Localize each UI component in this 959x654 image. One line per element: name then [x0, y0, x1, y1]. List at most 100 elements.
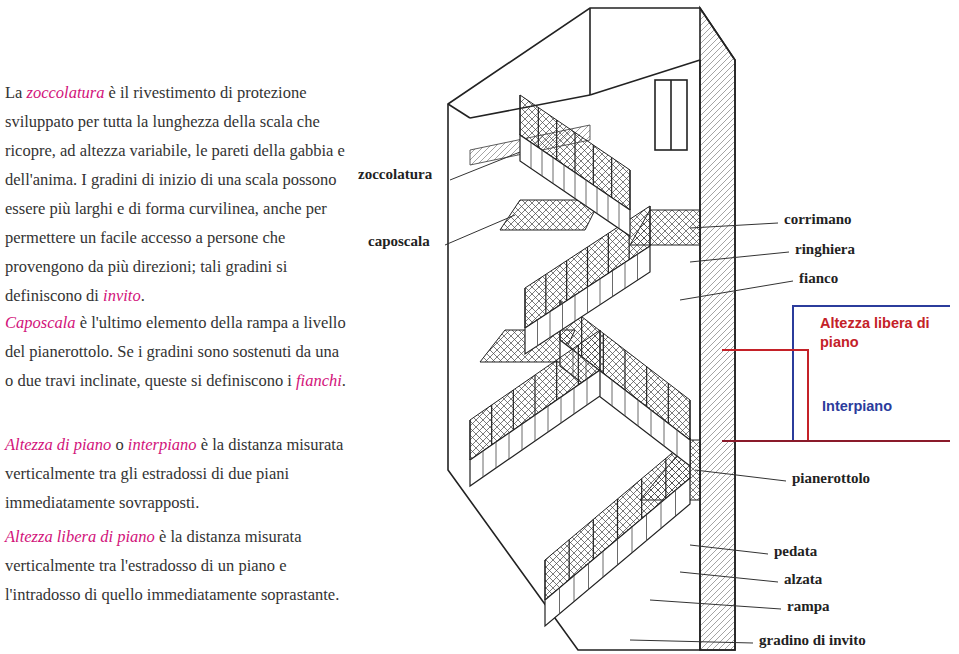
step — [483, 451, 484, 477]
baluster — [566, 261, 567, 301]
term: interpiano — [128, 435, 197, 454]
part-label: caposcala — [366, 233, 432, 250]
step — [522, 424, 523, 450]
step — [597, 188, 598, 214]
part-label: fianco — [797, 270, 840, 287]
step — [586, 180, 587, 206]
step — [550, 312, 551, 338]
part-label: rampa — [785, 598, 832, 615]
dimension-label: Altezza libera di piano — [818, 314, 954, 352]
term: zoccolatura — [27, 83, 105, 102]
baluster — [689, 400, 690, 440]
baluster — [534, 375, 535, 415]
step — [574, 388, 575, 414]
step — [612, 271, 613, 297]
step — [561, 397, 562, 423]
baluster — [646, 367, 647, 407]
flight — [545, 478, 690, 626]
baluster — [665, 458, 666, 498]
step — [603, 551, 604, 577]
step — [496, 442, 497, 468]
step — [587, 379, 588, 405]
part-label: gradino di invito — [757, 632, 868, 649]
baluster — [611, 158, 612, 198]
text-paragraph: Altezza libera di piano è la distanza mi… — [5, 522, 347, 609]
step — [535, 415, 536, 441]
step — [612, 380, 613, 406]
body-text: . — [141, 286, 145, 305]
baluster — [649, 206, 650, 246]
baluster — [545, 274, 546, 314]
text-paragraph: Altezza di piano o interpiano è la dista… — [5, 430, 347, 517]
step — [575, 295, 576, 321]
baluster — [513, 390, 514, 430]
baluster — [617, 499, 618, 539]
baluster — [469, 420, 470, 460]
step — [619, 203, 620, 229]
step — [632, 527, 633, 553]
step — [564, 165, 565, 191]
baluster — [556, 360, 557, 400]
part-label: pedata — [772, 543, 819, 560]
text-paragraph: La zoccolatura è il rivestimento di prot… — [5, 78, 347, 310]
step — [675, 490, 676, 516]
body-text: è il rivestimento di protezione sviluppa… — [5, 83, 345, 305]
step — [587, 287, 588, 313]
step — [531, 143, 532, 169]
body-text: . — [342, 371, 346, 390]
baluster — [608, 233, 609, 273]
body-text: La — [5, 83, 22, 102]
step — [638, 400, 639, 426]
baluster — [556, 120, 557, 160]
baluster — [629, 170, 630, 210]
step — [575, 173, 576, 199]
part-label: corrimano — [782, 211, 853, 228]
baluster — [578, 345, 579, 385]
step — [509, 433, 510, 459]
step — [637, 254, 638, 280]
step — [617, 539, 618, 565]
flight — [525, 246, 650, 354]
term: fianchi — [296, 371, 342, 390]
baluster — [574, 133, 575, 173]
step — [548, 406, 549, 432]
part-label: zoccolatura — [356, 166, 434, 183]
flight — [470, 370, 600, 486]
text-paragraph: Caposcala è l'ultimo elemento della ramp… — [5, 308, 347, 395]
step — [651, 410, 652, 436]
baluster — [524, 288, 525, 328]
baluster — [641, 479, 642, 519]
baluster — [587, 247, 588, 287]
step — [600, 279, 601, 305]
dimension-label: Interpiano — [820, 398, 894, 415]
baluster — [491, 405, 492, 445]
baluster — [569, 540, 570, 580]
body-text: o — [115, 435, 123, 454]
term: Altezza libera di piano — [5, 527, 155, 546]
step — [677, 430, 678, 456]
part-label: ringhiera — [793, 241, 857, 258]
step — [574, 576, 575, 602]
baluster — [624, 350, 625, 390]
step — [608, 195, 609, 221]
baluster — [519, 95, 520, 135]
baluster — [593, 145, 594, 185]
term: Caposcala — [5, 313, 76, 332]
step — [559, 588, 560, 614]
baluster — [544, 560, 545, 600]
step — [553, 158, 554, 184]
baluster — [538, 108, 539, 148]
step — [625, 390, 626, 416]
step — [562, 303, 563, 329]
term: invito — [103, 286, 141, 305]
step — [625, 262, 626, 288]
step — [588, 563, 589, 589]
baluster — [593, 519, 594, 559]
step — [664, 420, 665, 446]
baluster — [599, 330, 600, 370]
step — [646, 515, 647, 541]
part-label: alzata — [782, 571, 824, 588]
baluster — [603, 333, 604, 373]
stair-flights — [470, 95, 690, 626]
step — [542, 150, 543, 176]
